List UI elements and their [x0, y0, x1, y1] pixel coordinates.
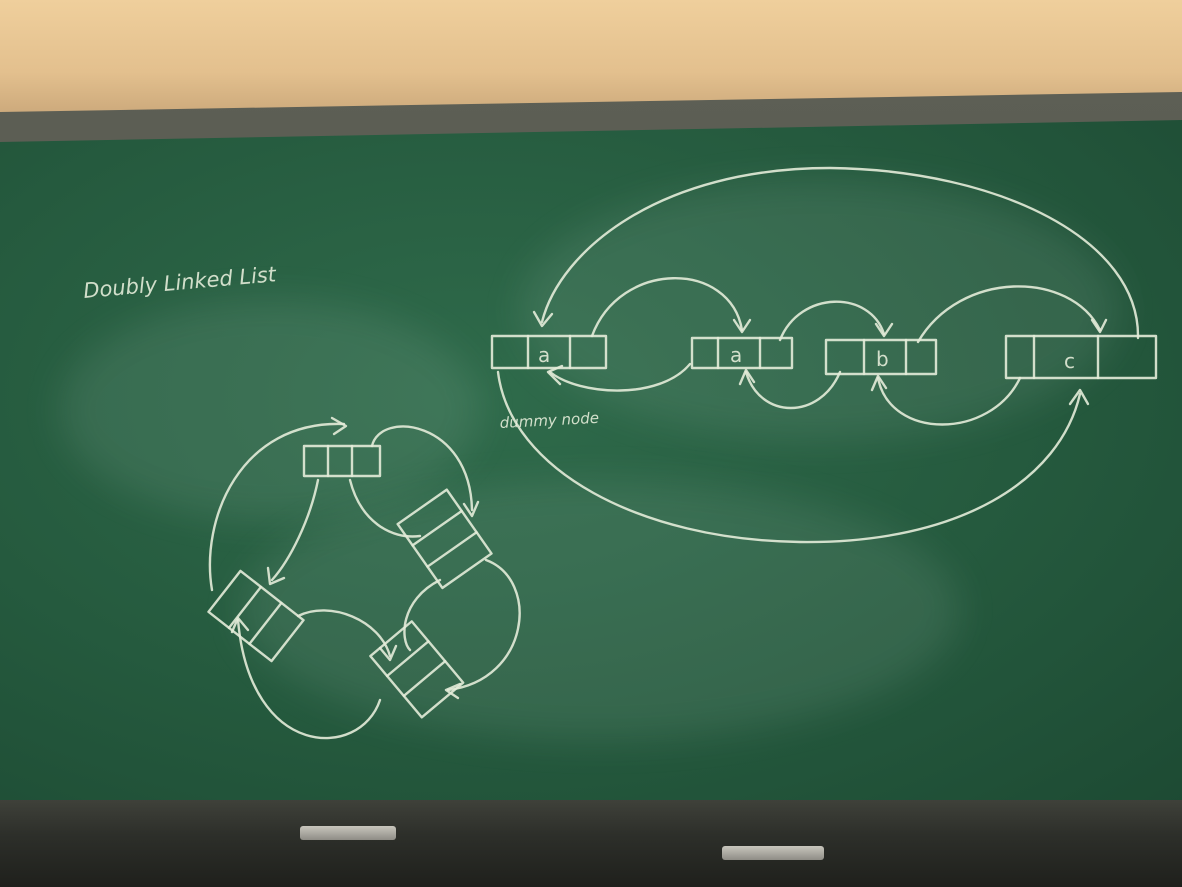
circular-node: [369, 620, 465, 719]
eraser[interactable]: [722, 846, 824, 860]
board-title: Doubly Linked List: [82, 262, 277, 303]
chalk-tray: [0, 800, 1182, 887]
prev-arrow: [876, 376, 1022, 426]
chalkboard: [0, 120, 1182, 810]
circular-node: [396, 488, 493, 590]
node-value: a: [538, 343, 550, 367]
wrap-arrow: [540, 166, 1140, 340]
prev-arrow: [296, 609, 392, 658]
chalk-smear: [240, 480, 960, 740]
next-arrow: [778, 300, 886, 342]
prev-arrow: [403, 578, 442, 652]
circular-node: [302, 444, 382, 478]
node-value: b: [876, 347, 889, 371]
prev-arrow: [744, 370, 842, 409]
prev-arrow: [348, 478, 422, 538]
list-node: c: [1004, 334, 1158, 380]
prev-arrow: [548, 362, 692, 392]
eraser[interactable]: [300, 826, 396, 840]
list-node: a: [690, 336, 794, 370]
circular-list: [207, 416, 521, 740]
next-arrow: [916, 285, 1102, 344]
next-arrow: [446, 558, 521, 692]
next-arrow: [370, 425, 474, 512]
next-arrow: [236, 618, 382, 740]
dummy-node-caption: dummy node: [499, 409, 599, 432]
node-value: c: [1064, 349, 1075, 373]
chalk-smear: [60, 300, 480, 520]
circular-node: [207, 569, 305, 663]
linear-list: a a b c: [490, 166, 1158, 544]
list-node: b: [824, 338, 938, 376]
dummy-node: a: [490, 334, 608, 370]
next-arrow: [208, 422, 346, 592]
next-arrow: [590, 277, 744, 338]
wrap-arrow: [496, 370, 1082, 544]
prev-arrow: [270, 478, 320, 582]
node-value: a: [730, 343, 742, 367]
